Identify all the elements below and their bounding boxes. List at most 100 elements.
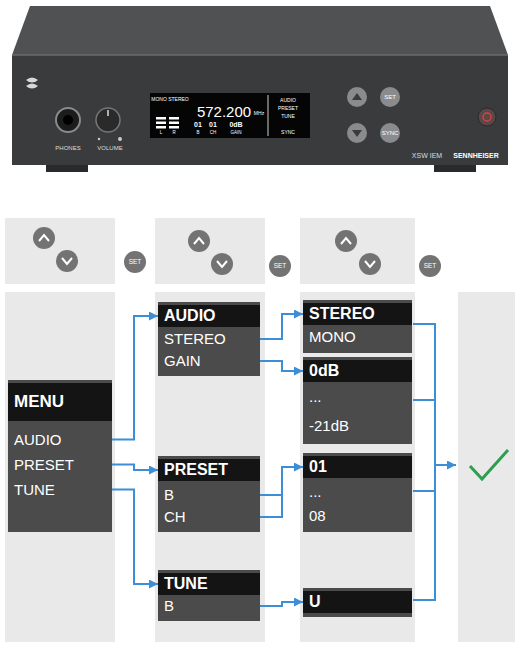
power-symbol [483,113,491,121]
up-icon [335,230,357,252]
menu-item: ... [303,382,412,411]
up-down-icon [188,230,233,275]
menu-heading: 0dB [303,360,412,382]
flow-arrow [112,316,158,440]
flow-arrow [260,602,303,606]
down-icon [56,250,78,272]
device-label: SYNC [281,130,295,135]
menu-box: 0dB...-21dB [303,357,412,444]
menu-box: STEREOMONO [303,300,412,353]
up-icon [188,230,210,252]
merge-wire [413,490,435,492]
device-label: MONO STEREO [151,97,189,102]
flow-arrow [260,314,303,339]
flow-arrow [112,465,158,471]
device-label: SENNHEISER [453,152,499,159]
menu-box: MENU AUDIOPRESETTUNE [8,380,112,532]
menu-item: TUNE [8,477,112,502]
device-label: GAIN [230,131,241,136]
device-front [12,55,508,165]
down-button [347,123,367,143]
confirm-wires [413,324,456,600]
menu-heading: STEREO [303,303,412,325]
meter-bar [156,122,166,125]
menu-item: AUDIO [8,427,112,452]
menu-item: 08 [303,504,412,528]
menu-item: MONO [303,325,412,349]
step-header [155,218,265,284]
chevron [365,261,375,267]
merge-wire [413,399,435,401]
device-foot [434,165,476,172]
device-label: VOLUME [97,145,122,151]
set-icon [269,255,291,277]
device-label: SYNC [382,130,399,136]
menu-item: CH [158,506,260,528]
menu-heading: U [303,591,412,613]
menu-item: GAIN [158,350,260,372]
menu-heading: TUNE [158,573,260,595]
device-label: SET [384,94,396,100]
device-edge [12,54,508,56]
menu-item: PRESET [8,452,112,477]
device-label: SET [424,263,437,270]
device-label: TUNE [281,114,295,119]
set-button [380,87,400,107]
logo-mark [26,84,38,89]
device-label: PRESET [278,106,298,111]
down-arrow [352,130,362,137]
column-panel [5,292,115,642]
display-divider [268,95,269,136]
phones-jack-hole [63,115,73,125]
device-label: R [172,131,175,136]
chevron [194,238,204,244]
menu-heading: PRESET [158,459,260,481]
device-label: 01 [194,121,202,128]
menu-item: B [158,595,260,617]
merge-wire [413,324,435,600]
device-label: 01 [209,121,217,128]
device-foot [46,165,88,172]
meter-bar [156,117,166,120]
menu-box: PRESETBCH [158,456,260,532]
device-label: B [196,131,199,136]
up-icon [33,227,55,249]
down-icon [211,253,233,275]
phones-jack [56,108,80,132]
device-label: AUDIO [280,98,296,103]
chevron [39,235,49,241]
column-panel [300,292,415,642]
volume-knob [96,108,120,132]
menu-heading: MENU [8,383,112,421]
level-meter [156,117,179,129]
column-panel [458,292,515,642]
meter-bar [169,117,179,120]
up-down-icon [335,230,381,275]
menu-box: AUDIOSTEREOGAIN [158,302,260,376]
chevron [62,258,72,264]
sennheiser-logo [26,78,38,89]
device-label: XSW IEM [412,152,442,159]
knob-mark [107,110,109,116]
chevron [341,238,351,244]
step-header [300,218,415,284]
menu-heading: AUDIO [158,305,260,327]
step-header [5,218,115,284]
sync-button [380,123,400,143]
chevron [217,261,227,267]
confirm-arrow [435,464,456,466]
meter-bar [169,126,179,129]
menu-heading: 01 [303,456,412,478]
device-label: L [160,131,163,136]
set-icon [124,251,146,273]
knob-dot [98,138,100,140]
menu-item: ... [303,480,412,504]
logo-mark [26,78,38,83]
up-arrow [352,93,362,100]
menu-box: 01...08 [303,453,412,532]
display [150,93,310,138]
flow-arrow-branch [260,494,282,496]
device-label: 0dB [229,121,242,128]
